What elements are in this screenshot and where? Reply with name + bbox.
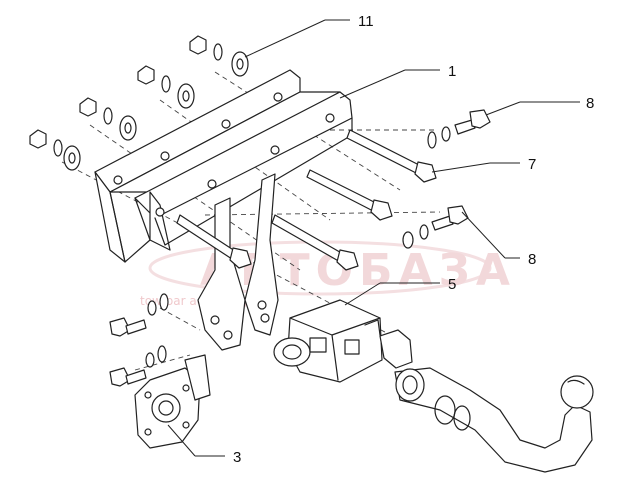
callout-11: 11 [358,13,374,30]
callout-7: 7 [528,156,536,173]
short-bolts-right [402,109,491,249]
callout-5: 5 [448,276,456,293]
short-bolts-left [109,293,169,387]
side-plates [197,173,279,351]
crossbar-bracket [94,69,353,263]
callouts: 11 1 8 7 8 5 3 [233,13,594,466]
receiver-housing [273,299,413,383]
ball-hook [394,367,594,473]
leader-lines [167,19,580,457]
callout-1: 1 [448,63,456,80]
callout-3: 3 [233,449,241,466]
callout-8-bottom: 8 [528,251,536,268]
socket-plate [134,354,211,449]
nut-washer-stacks [29,35,249,171]
long-bolts [176,129,437,271]
callout-8-top: 8 [586,95,594,112]
